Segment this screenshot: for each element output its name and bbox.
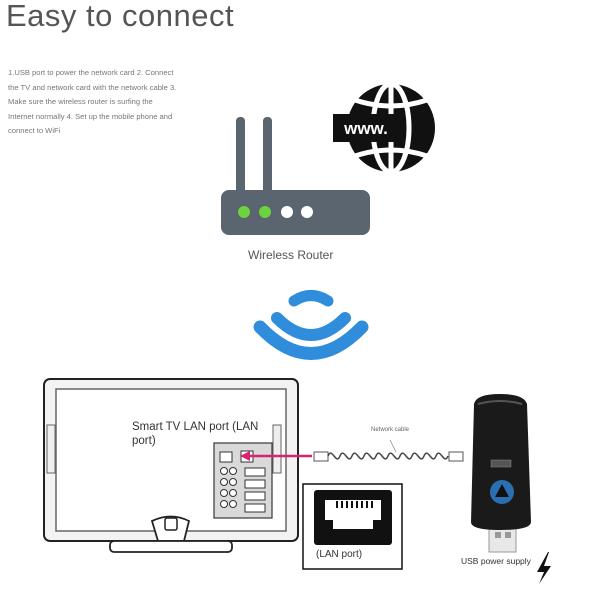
lightning-icon	[537, 552, 551, 584]
instructions-text: 1.USB port to power the network card 2. …	[8, 68, 177, 136]
wifi-signal-icon	[253, 290, 369, 360]
lan-port-icon	[302, 483, 403, 570]
network-cable	[313, 439, 464, 462]
globe-icon: www.	[333, 81, 435, 175]
tv-lan-port-label: Smart TV LAN port (LAN port)	[132, 421, 259, 447]
router-icon	[221, 117, 370, 235]
tv-port-panel	[213, 442, 273, 519]
lan-port-label: (LAN port)	[316, 549, 363, 560]
page-title: Easy to connect	[6, 0, 235, 33]
www-text: www.	[343, 119, 388, 138]
tv-illustration	[43, 378, 299, 553]
router-label: Wireless Router	[248, 248, 334, 262]
usb-adapter-illustration	[471, 394, 531, 553]
cable-arrow	[240, 451, 312, 461]
network-cable-label: Network cable	[371, 427, 410, 433]
usb-power-label: USB power supply	[461, 556, 531, 566]
